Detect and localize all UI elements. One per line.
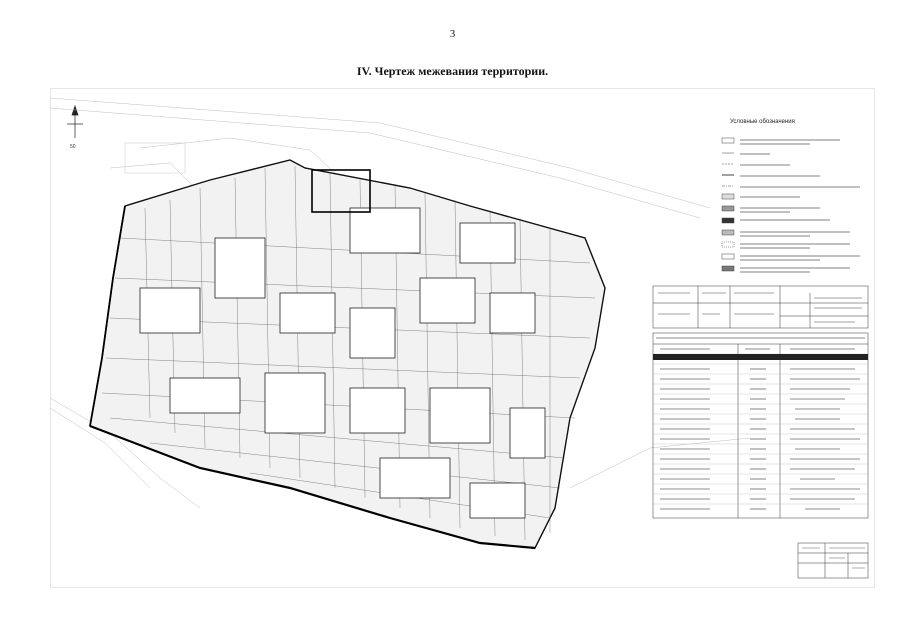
- north-arrow-icon: [67, 104, 83, 138]
- page-number: 3: [449, 28, 456, 40]
- parcel-table: [652, 285, 869, 329]
- page-title: IV. Чертеж межевания территории.: [356, 64, 549, 78]
- planning-territory: [89, 159, 606, 550]
- surrounding-terrain: [50, 97, 751, 509]
- stamp-mark: 50: [70, 144, 76, 150]
- drawing-sheet: 50: [50, 88, 875, 588]
- legend-heading: Условные обозначения: [730, 119, 795, 125]
- title-block: [797, 542, 869, 579]
- legend-block: Условные обозначения: [721, 119, 860, 273]
- parcel-list-table: [652, 332, 869, 519]
- cadastral-drawing: 50: [50, 88, 875, 588]
- highlighted-parcel: [311, 169, 371, 213]
